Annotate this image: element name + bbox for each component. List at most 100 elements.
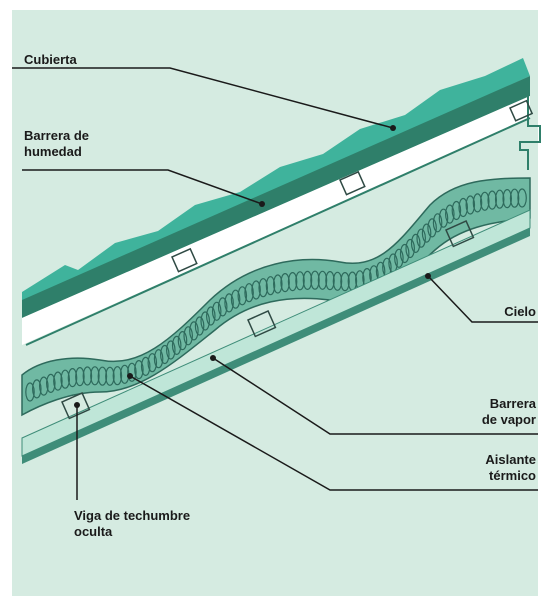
insulation-coil-loop — [416, 228, 426, 248]
insulation-coil-loop — [502, 189, 512, 209]
insulation-coil-loop — [405, 238, 415, 259]
roof-air-gap — [22, 96, 530, 345]
insulation-coil-loop — [280, 273, 290, 293]
label-barrera-humedad-line1: Barrera de — [24, 128, 90, 143]
insulation-coil-loop — [206, 306, 216, 326]
insulation-coil-loop — [438, 208, 449, 228]
insulation-coil-loop — [105, 366, 115, 386]
label-viga-line1: Viga de techumbre — [74, 508, 191, 523]
insulation-coil-loop — [82, 366, 93, 386]
label-cielo: Cielo — [504, 304, 536, 319]
insulation-coil-loop — [427, 218, 437, 238]
insulation-coil-loop — [200, 311, 210, 331]
insulation-coil-loop — [53, 371, 63, 391]
insulation-coil-loop — [472, 193, 483, 213]
insulation-coil-loop — [183, 326, 193, 346]
insulation-coil-loop — [147, 353, 158, 373]
insulation-coil-loop — [317, 270, 328, 290]
insulation-coil-loop — [332, 271, 343, 291]
insulation-coil-loop — [410, 233, 421, 253]
insulation-coil-loop — [287, 272, 298, 292]
rafter-6 — [509, 99, 534, 122]
right-wall-bracket — [519, 96, 541, 170]
insulation-coil-loop — [230, 289, 241, 309]
rafter-2 — [247, 310, 277, 338]
moisture-barrier-layer — [22, 76, 530, 318]
insulation-coil-loop — [509, 188, 520, 208]
insulation-coil-loop — [25, 382, 35, 402]
insulation-coil-loop — [258, 278, 268, 298]
label-aislante-line2: térmico — [489, 468, 536, 483]
dot-viga — [74, 402, 80, 408]
label-barrera-vapor-line1: Barrera — [489, 396, 536, 411]
insulation-coil-loop — [166, 340, 176, 360]
insulation-coil-loop — [171, 335, 182, 355]
label-viga-line2: oculta — [74, 524, 113, 539]
insulation-coil-loop — [494, 189, 505, 209]
label-aislante-line1: Aislante — [485, 452, 536, 467]
insulation-coil-loop — [251, 280, 261, 300]
insulation-coil-loop — [177, 331, 188, 351]
insulation-coil-loop — [211, 301, 222, 321]
insulation-coil-loop — [451, 200, 462, 221]
label-barrera-humedad-line2: humedad — [24, 144, 82, 159]
insulation-coil-pattern — [25, 188, 527, 402]
insulation-coil-loop — [244, 283, 254, 303]
insulation-coil-loop — [38, 376, 49, 396]
insulation-coil-loop — [265, 276, 276, 296]
insulation-coil-loop — [444, 204, 455, 224]
label-cubierta: Cubierta — [24, 52, 77, 67]
insulation-coil-loop — [325, 271, 335, 291]
insulation-coil-loop — [272, 274, 283, 294]
leader-barrera-vapor — [212, 357, 538, 435]
insulation-coil-loop — [310, 270, 320, 290]
insulation-coil-loop — [45, 373, 56, 393]
insulation-coil-loop — [194, 316, 205, 336]
insulation-coil-loop — [295, 271, 305, 291]
upper-assembly-line — [25, 117, 531, 346]
leader-barrera-humedad — [22, 169, 263, 205]
insulation-coil-loop — [394, 248, 404, 268]
insulation-coil-loop — [224, 293, 234, 313]
insulation-coil-loop — [67, 368, 78, 388]
insulation-coil-loop — [189, 321, 199, 341]
leader-aislante — [129, 375, 538, 491]
rafter-4 — [171, 247, 198, 273]
insulation-coil-loop — [421, 223, 432, 243]
rafter-1 — [61, 392, 91, 420]
insulation-coil-loop — [399, 243, 410, 264]
rafter-5 — [339, 170, 366, 196]
dot-barrera-humedad — [259, 201, 265, 207]
insulation-coil-loop — [458, 197, 468, 218]
insulation-coil-loop — [112, 366, 123, 386]
insulation-coil-loop — [302, 270, 313, 290]
insulation-coil-loop — [432, 213, 443, 233]
dot-cubierta — [390, 125, 396, 131]
ceiling-board-layer — [22, 228, 530, 464]
leader-lines — [12, 67, 538, 500]
insulation-coil-loop — [31, 379, 42, 399]
hidden-rafters — [61, 99, 534, 420]
insulation-coil-loop — [340, 272, 350, 292]
insulation-coil-loop — [127, 362, 137, 382]
leader-dots — [74, 125, 431, 408]
leader-cielo — [427, 275, 538, 323]
insulation-coil-loop — [75, 367, 85, 387]
label-barrera-vapor-line2: de vapor — [481, 412, 536, 427]
insulation-coil-loop — [153, 349, 164, 369]
insulation-coil-loop — [237, 286, 248, 306]
insulation-coil-loop — [517, 188, 527, 208]
insulation-coil-loop — [90, 366, 100, 386]
insulation-coil-loop — [487, 190, 497, 210]
insulation-coil-loop — [134, 360, 144, 380]
insulation-coil-loop — [60, 369, 70, 389]
insulation-coil-loop — [465, 195, 476, 215]
leader-cubierta — [12, 67, 394, 129]
insulation-coil-loop — [97, 366, 108, 386]
insulation-coil-loop — [479, 191, 490, 211]
insulation-coil-loop — [160, 344, 170, 365]
dot-aislante — [127, 373, 133, 379]
dot-cielo — [425, 273, 431, 279]
dot-barrera-vapor — [210, 355, 216, 361]
